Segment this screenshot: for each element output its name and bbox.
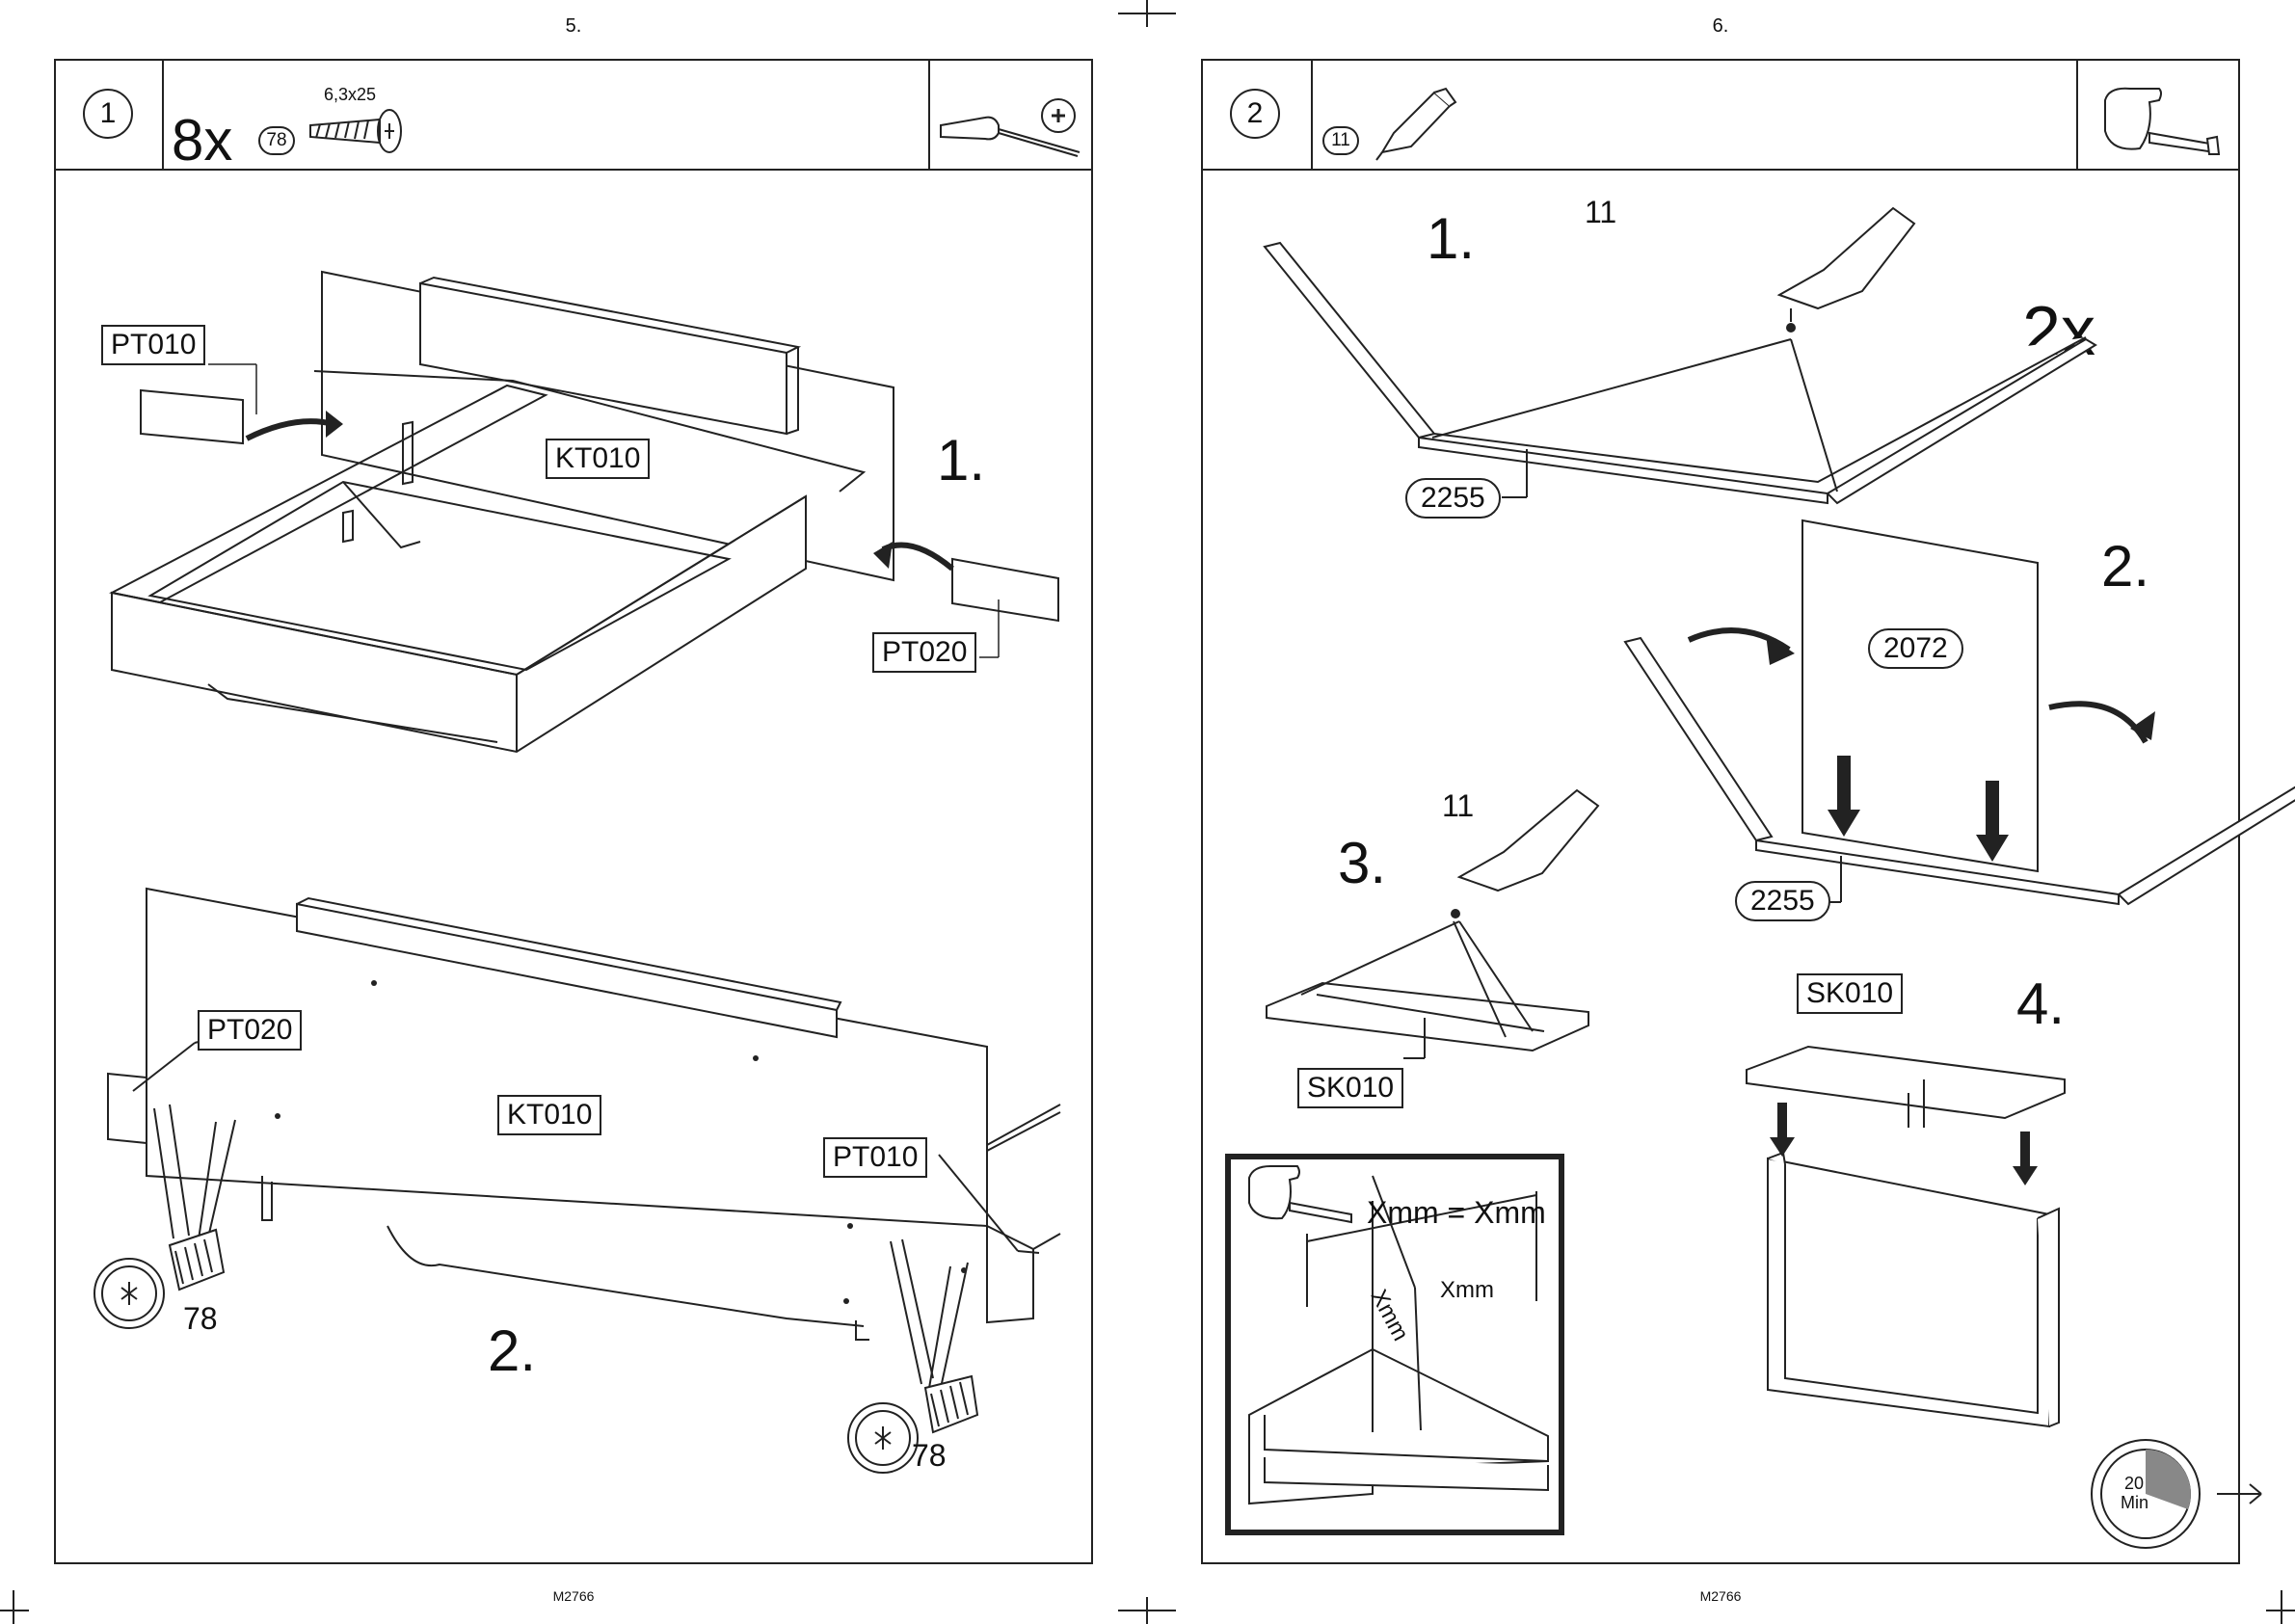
part-label-sk010: SK010 (1297, 1068, 1403, 1108)
substep-number: 1. (937, 432, 985, 490)
part-label-2072: 2072 (1868, 628, 1963, 669)
part-label-pt010: PT010 (823, 1137, 927, 1178)
width-measure-label: Xmm (1440, 1282, 1494, 1299)
screw-icon (308, 108, 405, 156)
hardware-quantity: 8x (172, 112, 232, 170)
timer-value: 20 (2124, 1475, 2144, 1492)
page-number-left: 5. (545, 15, 602, 38)
part-label-pt010: PT010 (101, 325, 205, 365)
screw-label: 78 (183, 1303, 218, 1334)
glue-part-label: 11 (1442, 790, 1474, 821)
header-separator (928, 59, 930, 170)
part-label-2255: 2255 (1735, 881, 1830, 921)
footer-code-left: M2766 (525, 1588, 622, 1604)
part-label-2255: 2255 (1405, 478, 1501, 519)
glue-part-label: 11 (1585, 197, 1616, 227)
substep-number: 2. (2101, 538, 2149, 596)
hardware-part-ref: 78 (258, 126, 295, 155)
phillips-screwdriver-icon (935, 96, 1089, 164)
footer-code-right: M2766 (1672, 1588, 1769, 1604)
page-number-right: 6. (1692, 15, 1749, 38)
header-separator (162, 59, 164, 170)
part-label-pt020: PT020 (198, 1010, 302, 1051)
substep-number: 2. (488, 1322, 536, 1380)
screw-label: 78 (912, 1440, 947, 1471)
headboard-screw-illustration (54, 867, 1093, 1465)
substep-number: 4. (2016, 975, 2065, 1033)
bed-frame-headboard-illustration (54, 231, 1093, 771)
part-label-pt020: PT020 (872, 632, 976, 673)
part-label-sk010: SK010 (1797, 973, 1903, 1014)
substep-number: 3. (1338, 835, 1386, 892)
part-label-kt010: KT010 (546, 439, 650, 479)
part-label-kt010: KT010 (497, 1095, 601, 1135)
timer-unit: Min (2121, 1494, 2148, 1511)
measurement-equation: Xmm = Xmm (1367, 1197, 1546, 1228)
step-number-badge: 1 (83, 89, 133, 139)
substep-number: 1. (1427, 210, 1475, 268)
screw-size-label: 6,3x25 (324, 86, 376, 103)
